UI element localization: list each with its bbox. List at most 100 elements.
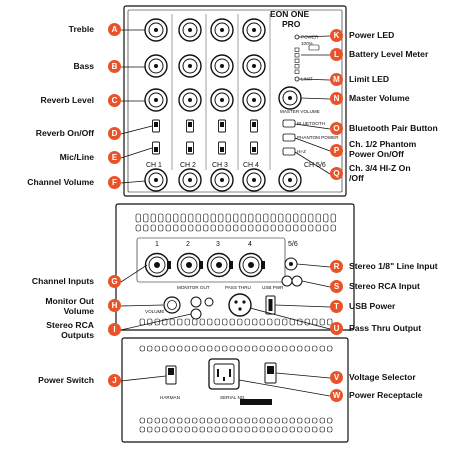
rca-input-right [291, 275, 303, 287]
callout-label-channel-volume: Channel Volume [27, 177, 94, 187]
callout-badge-m: M [330, 73, 343, 86]
brand-text: HARMAN [160, 395, 180, 400]
knob-reverb-ch2 [178, 88, 202, 112]
battery-meter-led [294, 64, 300, 69]
power-led [294, 34, 300, 40]
knob-bass-ch4 [242, 54, 266, 78]
power-receptacle [208, 358, 240, 390]
battery-meter-led [294, 47, 300, 52]
callout-badge-c: C [108, 94, 121, 107]
knob-volume-ch1 [144, 168, 168, 192]
input-number-5-6: 5/6 [288, 241, 298, 248]
callout-label-battery-meter: Battery Level Meter [349, 49, 429, 59]
callout-badge-p: P [330, 144, 343, 157]
leader-line [296, 263, 331, 268]
callout-badge-r: R [330, 260, 343, 273]
battery-meter-led [294, 53, 300, 58]
limit-led [294, 76, 300, 82]
knob-bass-ch3 [210, 54, 234, 78]
level-led-text: 100% [301, 41, 313, 46]
leader-line [120, 180, 146, 184]
input-number-3: 3 [216, 241, 220, 248]
callout-badge-f: F [108, 176, 121, 189]
channel-label-5-6: CH 5/6 [304, 162, 326, 169]
callout-label-phantom-2: Power On/Off [349, 149, 404, 159]
callout-label-power-receptacle: Power Receptacle [349, 390, 423, 400]
leader-line [120, 313, 192, 331]
callout-label-power-led: Power LED [349, 30, 395, 40]
callout-badge-s: S [330, 280, 343, 293]
combo-jack-2 [176, 252, 203, 278]
callout-badge-q: Q [330, 167, 343, 180]
leader-line [298, 35, 331, 38]
leader-line [120, 375, 167, 382]
callout-label-reverb-level: Reverb Level [40, 95, 94, 105]
callout-label-power-switch: Power Switch [38, 375, 94, 385]
callout-label-usb-power: USB Power [349, 301, 396, 311]
knob-treble-ch3 [210, 18, 234, 42]
callout-badge-k: K [330, 29, 343, 42]
monitor-volume-knob [163, 296, 181, 314]
knob-reverb-ch1 [144, 88, 168, 112]
combo-jack-4 [238, 252, 265, 278]
serial-barcode [240, 399, 272, 405]
callout-badge-g: G [108, 275, 121, 288]
leader-line [298, 78, 331, 81]
channel-label-2: CH 2 [180, 162, 196, 169]
knob-volume-ch4 [242, 168, 266, 192]
channel-label-4: CH 4 [243, 162, 259, 169]
callout-label-hiz-2: /Off [349, 173, 364, 183]
callout-badge-l: L [330, 48, 343, 61]
mixer-right-column: EON ONE PRO POWER 100% LIMIT MASTER VOLU… [270, 9, 339, 156]
leader-line [238, 379, 331, 397]
phantom-text: PHANTOM POWER [297, 135, 339, 140]
knob-reverb-ch4 [242, 88, 266, 112]
callout-label-treble: Treble [68, 24, 94, 34]
rca-input-left [281, 275, 293, 287]
knob-bass-ch1 [144, 54, 168, 78]
volume-text: VOLUME [145, 309, 164, 314]
callout-label-pass-thru: Pass Thru Output [349, 323, 422, 333]
leader-line [120, 304, 164, 307]
leader-line [120, 125, 153, 135]
channel-label-1: CH 1 [146, 162, 162, 169]
hiz-text: HI-Z [297, 149, 306, 154]
leader-line [300, 97, 331, 100]
callout-badge-w: W [330, 389, 343, 402]
leader-line [294, 137, 331, 152]
phantom-button [282, 133, 296, 142]
leader-lines [120, 29, 331, 397]
input-panel: 1 2 3 4 5/6 MONITOR OUT VOLUME PASS THRU… [115, 203, 355, 331]
callout-badge-o: O [330, 122, 343, 135]
rca-output-right [190, 308, 202, 320]
callout-badge-b: B [108, 60, 121, 73]
power-panel: HARMAN SERIAL NO. [121, 337, 349, 443]
leader-line [120, 264, 148, 283]
leader-line [274, 304, 331, 308]
pass-thru-xlr [228, 293, 252, 317]
callout-badge-h: H [108, 299, 121, 312]
callout-badge-i: I [108, 323, 121, 336]
callout-label-master-volume: Master Volume [349, 93, 410, 103]
input-number-4: 4 [248, 241, 252, 248]
callout-label-line-input: Stereo 1/8" Line Input [349, 261, 438, 271]
hiz-button [282, 147, 296, 156]
bluetooth-button [282, 119, 296, 128]
knob-bass-ch2 [178, 54, 202, 78]
pass-thru-text: PASS THRU [225, 285, 251, 290]
knob-reverb-ch3 [210, 88, 234, 112]
callout-badge-e: E [108, 151, 121, 164]
leader-line [120, 147, 153, 159]
callout-label-phantom-1: Ch. 1/2 Phantom [349, 139, 417, 149]
callout-label-voltage-selector: Voltage Selector [349, 372, 416, 382]
channel-labels: CH 1 CH 2 CH 3 CH 4 CH 5/6 [146, 162, 326, 169]
callout-badge-t: T [330, 300, 343, 313]
callout-badge-n: N [330, 92, 343, 105]
callout-label-bass: Bass [73, 61, 94, 71]
master-volume-text: MASTER VOLUME [280, 109, 320, 114]
leader-line [294, 151, 331, 175]
serial-text: SERIAL NO. [220, 395, 246, 400]
callout-label-monitor-out-2: Volume [63, 306, 94, 316]
